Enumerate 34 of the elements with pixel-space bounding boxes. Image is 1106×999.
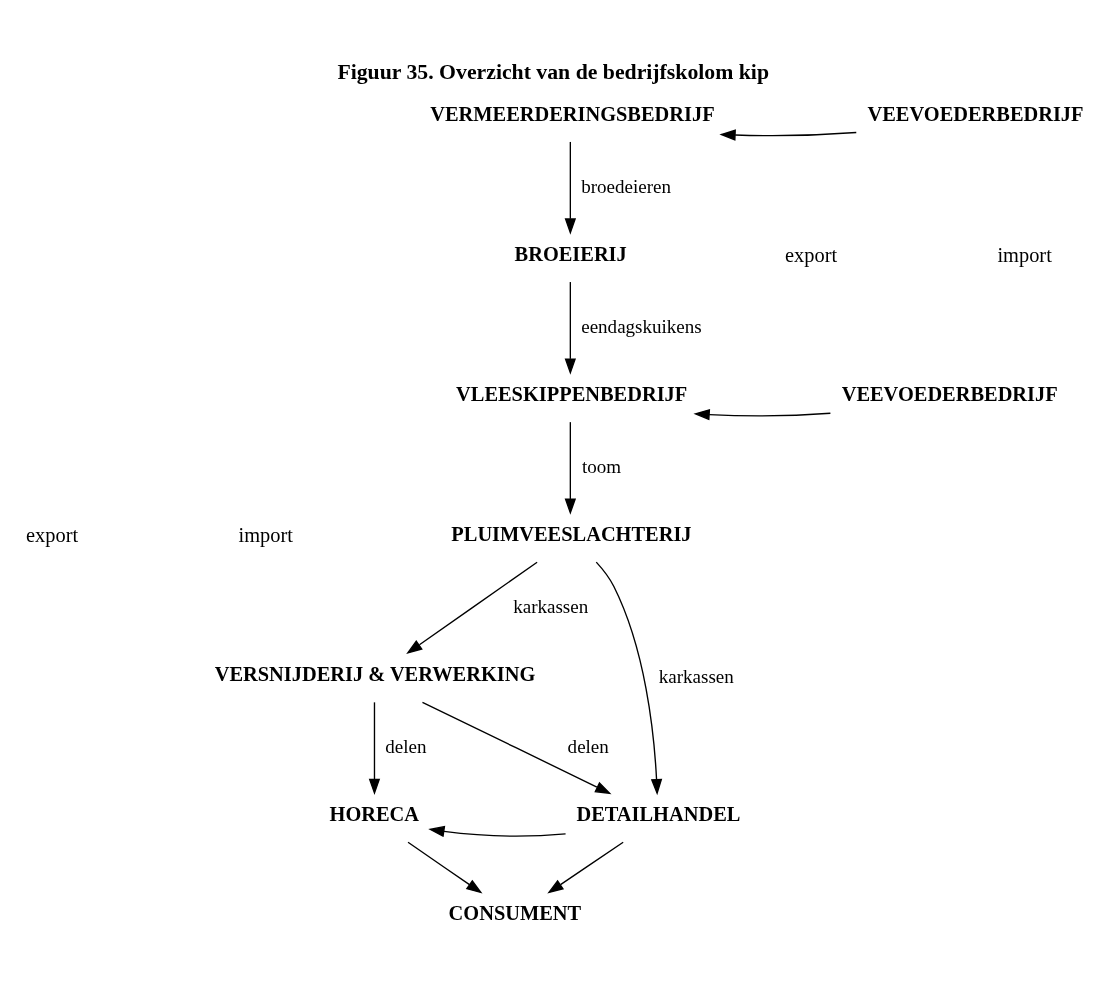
arrow bbox=[547, 841, 624, 894]
node-text: VERSNIJDERIJ & VERWERKING bbox=[214, 663, 536, 686]
arrow bbox=[693, 408, 832, 421]
edge-label: eendagskuikens bbox=[581, 316, 702, 338]
node-text: HORECA bbox=[329, 803, 420, 826]
arrow bbox=[719, 129, 857, 141]
arrow bbox=[407, 841, 483, 894]
arrow bbox=[406, 561, 538, 655]
edge-label: broedeieren bbox=[581, 176, 672, 198]
edge-label: delen bbox=[385, 736, 427, 758]
edge-label: karkassen bbox=[513, 596, 589, 618]
arrow bbox=[564, 141, 577, 235]
arrow bbox=[564, 421, 577, 515]
node-text: VEEVOEDERBEDRIJF bbox=[867, 102, 1084, 125]
arrow bbox=[564, 281, 577, 375]
label: import bbox=[238, 524, 293, 547]
node-text: CONSUMENT bbox=[448, 902, 582, 925]
node-text: BROEIERIJ bbox=[514, 242, 627, 265]
node-text: VEEVOEDERBEDRIJF bbox=[841, 382, 1058, 405]
label: import bbox=[997, 244, 1052, 267]
node-text: VLEESKIPPENBEDRIJF bbox=[456, 382, 688, 405]
arrow bbox=[368, 701, 381, 796]
arrow bbox=[428, 825, 567, 838]
node-text: DETAILHANDEL bbox=[576, 803, 741, 826]
label: export bbox=[785, 244, 838, 267]
diagram-title: Figuur 35. Overzicht van de bedrijfskolom kip bbox=[337, 59, 769, 84]
edge-label: karkassen bbox=[658, 666, 734, 688]
label: export bbox=[26, 524, 79, 547]
arrow bbox=[421, 701, 612, 795]
edge-label: delen bbox=[567, 736, 609, 758]
node-text: VERMEERDERINGSBEDRIJF bbox=[430, 102, 715, 125]
edge-label: toom bbox=[581, 456, 622, 478]
node-text: PLUIMVEESLACHTERIJ bbox=[451, 522, 692, 545]
arrow bbox=[595, 561, 663, 796]
